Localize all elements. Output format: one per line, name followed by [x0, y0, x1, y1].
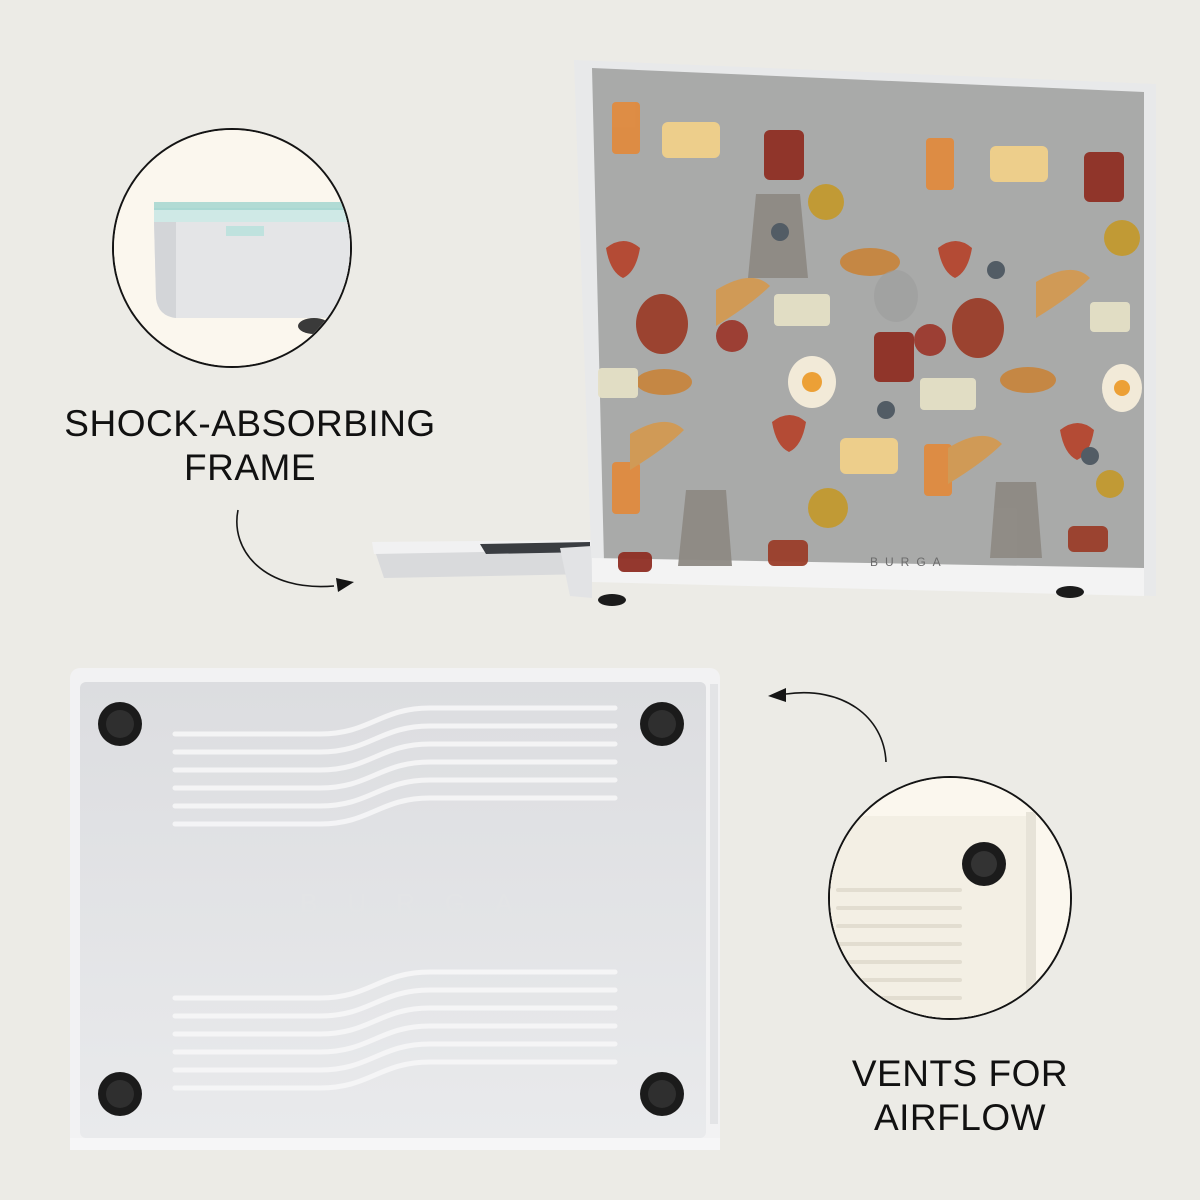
vents-detail-image: [830, 778, 1070, 1018]
curved-arrow-icon: [236, 509, 354, 592]
frame-detail-image: [114, 130, 350, 366]
vents-detail-callout: [828, 776, 1072, 1020]
vents-label-line2: AIRFLOW: [873, 1097, 1047, 1138]
frame-feature-label: SHOCK-ABSORBING FRAME: [40, 402, 460, 490]
frame-detail-callout: [112, 128, 352, 368]
vents-label-line1: VENTS FOR: [851, 1053, 1069, 1094]
case-bottom-view: [70, 668, 720, 1150]
vents-feature-label: VENTS FOR AIRFLOW: [800, 1052, 1120, 1140]
curved-arrow-icon: [768, 688, 887, 763]
open-laptop-product: [360, 52, 1160, 612]
case-brand-emboss: BURGA: [300, 888, 543, 918]
frame-label-line1: SHOCK-ABSORBING: [64, 403, 436, 444]
frame-label-line2: FRAME: [184, 447, 316, 488]
lid-brand-wordmark: BURGA: [870, 555, 948, 569]
